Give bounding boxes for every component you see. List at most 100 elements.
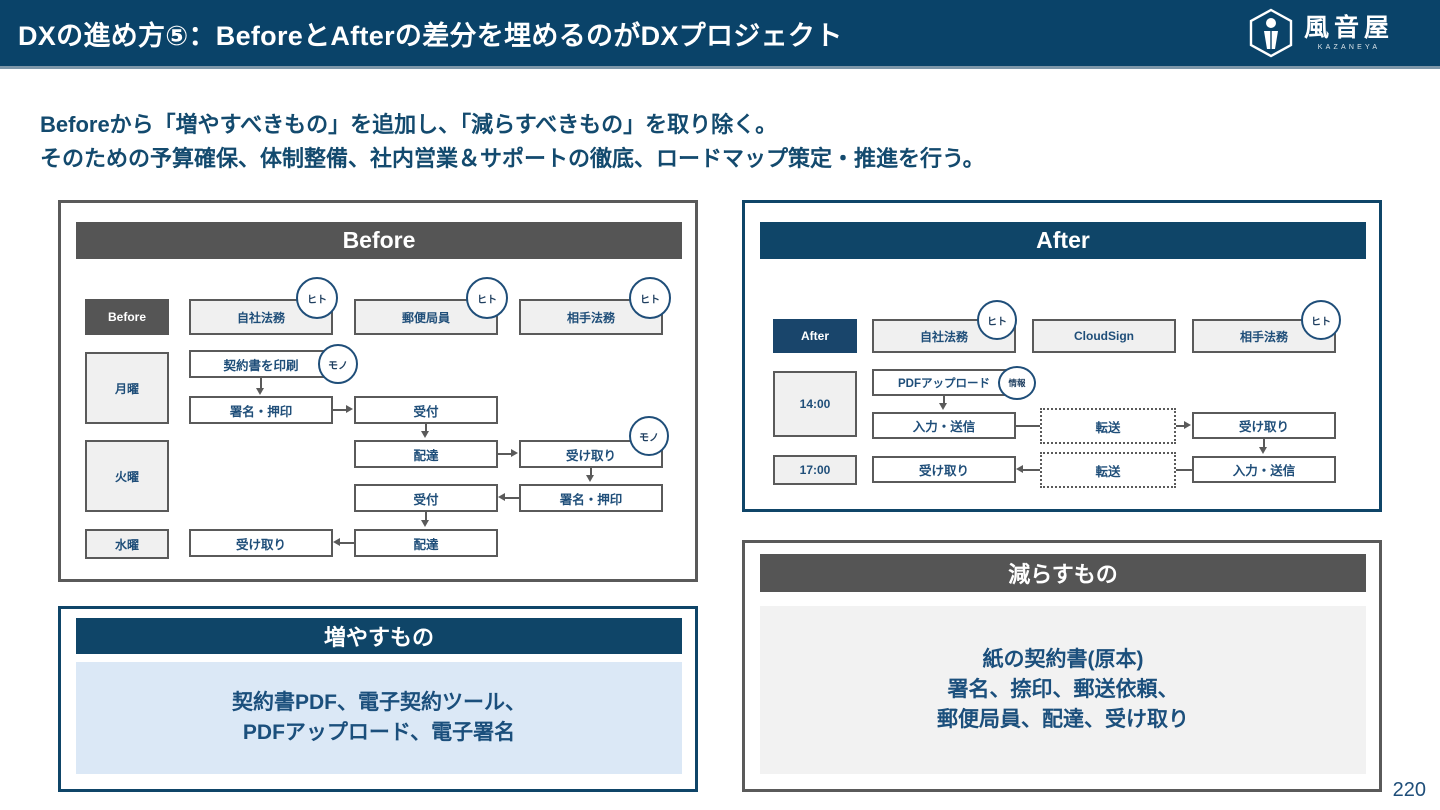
after-column-header-2-label: 相手法務 (1239, 329, 1288, 344)
after-connector-v-1 (1263, 439, 1265, 448)
before-column-header-1-label: 郵便局員 (401, 310, 450, 325)
increase-box-line-1: PDFアップロード、電子署名 (242, 721, 516, 744)
before-lane-2: 水曜 (85, 529, 169, 559)
before-connector-h-2 (505, 497, 519, 499)
after-node-3: 受け取り (1192, 412, 1336, 439)
before-node-1-label: 署名・押印 (229, 404, 293, 419)
before-node-6-label: 受付 (413, 492, 439, 507)
after-corner-tag-label: After (800, 329, 829, 343)
decrease-box-header-label: 減らすもの (1008, 562, 1118, 587)
before-node-8: 受け取り (189, 529, 333, 557)
before-panel-header: Before (76, 222, 682, 259)
before-bubble-mono-2: モノ (629, 416, 669, 456)
before-column-header-2-label: 相手法務 (566, 310, 615, 325)
before-node-4: 受け取り (519, 440, 663, 468)
before-bubble-mono-1: モノ (318, 344, 358, 384)
before-lane-1-label: 火曜 (114, 469, 139, 484)
before-arrow-r-0 (346, 405, 353, 413)
after-node-1: 入力・送信 (872, 412, 1016, 439)
after-corner-tag: After (773, 319, 857, 353)
before-arrow-l-1 (333, 538, 340, 546)
before-column-bubble-0: ヒト (296, 277, 338, 319)
before-node-2: 受付 (354, 396, 498, 424)
after-arrow-d-1 (1259, 447, 1267, 454)
kazaneya-hexagon-logo-icon (1249, 8, 1293, 58)
lead-line-1: Beforeから「増やすべきもの」を追加し、「減らすべきもの」を取り除く。 (40, 112, 778, 137)
increase-box-body: 契約書PDF、電子契約ツール、 PDFアップロード、電子署名 (76, 662, 682, 774)
page-number: 220 (1392, 779, 1426, 801)
after-column-header-1-label: CloudSign (1074, 329, 1134, 343)
after-column-header-0-label: 自社法務 (919, 329, 968, 344)
after-node-2: 転送 (1040, 408, 1176, 444)
before-connector-h-3 (340, 542, 354, 544)
page-title: DXの進め方⑤：BeforeとAfterの差分を埋めるのがDXプロジェクト (18, 20, 843, 51)
before-node-7: 配達 (354, 529, 498, 557)
after-column-bubble-0: ヒト (977, 300, 1017, 340)
after-lane-1: 17:00 (773, 455, 857, 485)
before-connector-h-0 (333, 409, 347, 411)
before-column-header-0-label: 自社法務 (236, 310, 285, 325)
decrease-box-line-0: 紙の契約書(原本) (982, 648, 1144, 672)
before-node-5-label: 署名・押印 (559, 492, 623, 507)
after-arrow-l-0 (1016, 465, 1023, 473)
after-column-bubble-2-label: ヒト (1311, 316, 1331, 328)
before-column-bubble-2: ヒト (629, 277, 671, 319)
lead-text: Beforeから「増やすべきもの」を追加し、「減らすべきもの」を取り除く。 その… (40, 108, 1360, 176)
before-corner-tag-label: Before (107, 310, 146, 324)
increase-box-header-label: 増やすもの (323, 625, 434, 650)
after-column-bubble-0-label: ヒト (987, 316, 1007, 328)
before-column-bubble-2-label: ヒト (640, 294, 660, 306)
before-connector-v-1 (425, 424, 427, 432)
after-node-4-label: 入力・送信 (1232, 464, 1296, 478)
before-connector-v-0 (260, 378, 262, 389)
increase-box-line-0: 契約書PDF、電子契約ツール、 (232, 691, 526, 715)
after-node-2-label: 転送 (1095, 420, 1121, 435)
before-column-bubble-1: ヒト (466, 277, 508, 319)
after-connector-h-3 (1023, 469, 1040, 471)
before-node-3-label: 配達 (413, 448, 439, 463)
before-connector-v-2 (590, 468, 592, 476)
after-panel-header-label: After (1036, 227, 1090, 253)
after-node-0: PDFアップロード (872, 369, 1016, 396)
before-node-7-label: 配達 (413, 537, 439, 552)
before-connector-v-3 (425, 512, 427, 521)
before-column-bubble-0-label: ヒト (307, 294, 327, 306)
after-node-3-label: 受け取り (1238, 420, 1289, 434)
after-bubble-info-label: 情報 (1008, 378, 1026, 388)
title-underline (0, 66, 1440, 69)
after-column-bubble-2: ヒト (1301, 300, 1341, 340)
before-connector-h-1 (498, 453, 512, 455)
before-lane-0: 月曜 (85, 352, 169, 424)
logo-kanji: 風音屋 (1304, 14, 1395, 43)
before-node-6: 受付 (354, 484, 498, 512)
after-node-5-label: 転送 (1095, 464, 1121, 479)
decrease-box-line-1: 署名、捺印、郵送依頼、 (947, 678, 1179, 702)
before-node-2-label: 受付 (413, 404, 439, 419)
before-column-bubble-1-label: ヒト (477, 294, 497, 306)
increase-box-header: 増やすもの (76, 618, 682, 654)
after-arrow-d-0 (939, 403, 947, 410)
before-arrow-d-1 (421, 431, 429, 438)
before-bubble-mono-2-label: モノ (639, 432, 659, 444)
after-connector-h-0 (1016, 425, 1040, 427)
decrease-box-body: 紙の契約書(原本) 署名、捺印、郵送依頼、 郵便局員、配達、受け取り (760, 606, 1366, 774)
decrease-box-line-2: 郵便局員、配達、受け取り (937, 707, 1189, 731)
after-arrow-r-0 (1184, 421, 1191, 429)
after-connector-v-0 (943, 396, 945, 404)
after-bubble-info: 情報 (998, 366, 1036, 400)
before-arrow-l-0 (498, 493, 505, 501)
after-lane-1-label: 17:00 (799, 463, 831, 477)
after-lane-0-label: 14:00 (799, 397, 831, 411)
before-node-0-label: 契約書を印刷 (223, 358, 299, 373)
before-corner-tag: Before (85, 299, 169, 335)
after-node-6: 受け取り (872, 456, 1016, 483)
after-node-6-label: 受け取り (918, 464, 969, 478)
decrease-box-header: 減らすもの (760, 554, 1366, 592)
before-arrow-r-1 (511, 449, 518, 457)
before-lane-2-label: 水曜 (114, 537, 139, 552)
before-arrow-d-2 (586, 475, 594, 482)
before-node-1: 署名・押印 (189, 396, 333, 424)
before-bubble-mono-1-label: モノ (328, 360, 348, 372)
after-lane-0: 14:00 (773, 371, 857, 437)
title-bar: DXの進め方⑤：BeforeとAfterの差分を埋めるのがDXプロジェクト 風音… (0, 0, 1440, 66)
